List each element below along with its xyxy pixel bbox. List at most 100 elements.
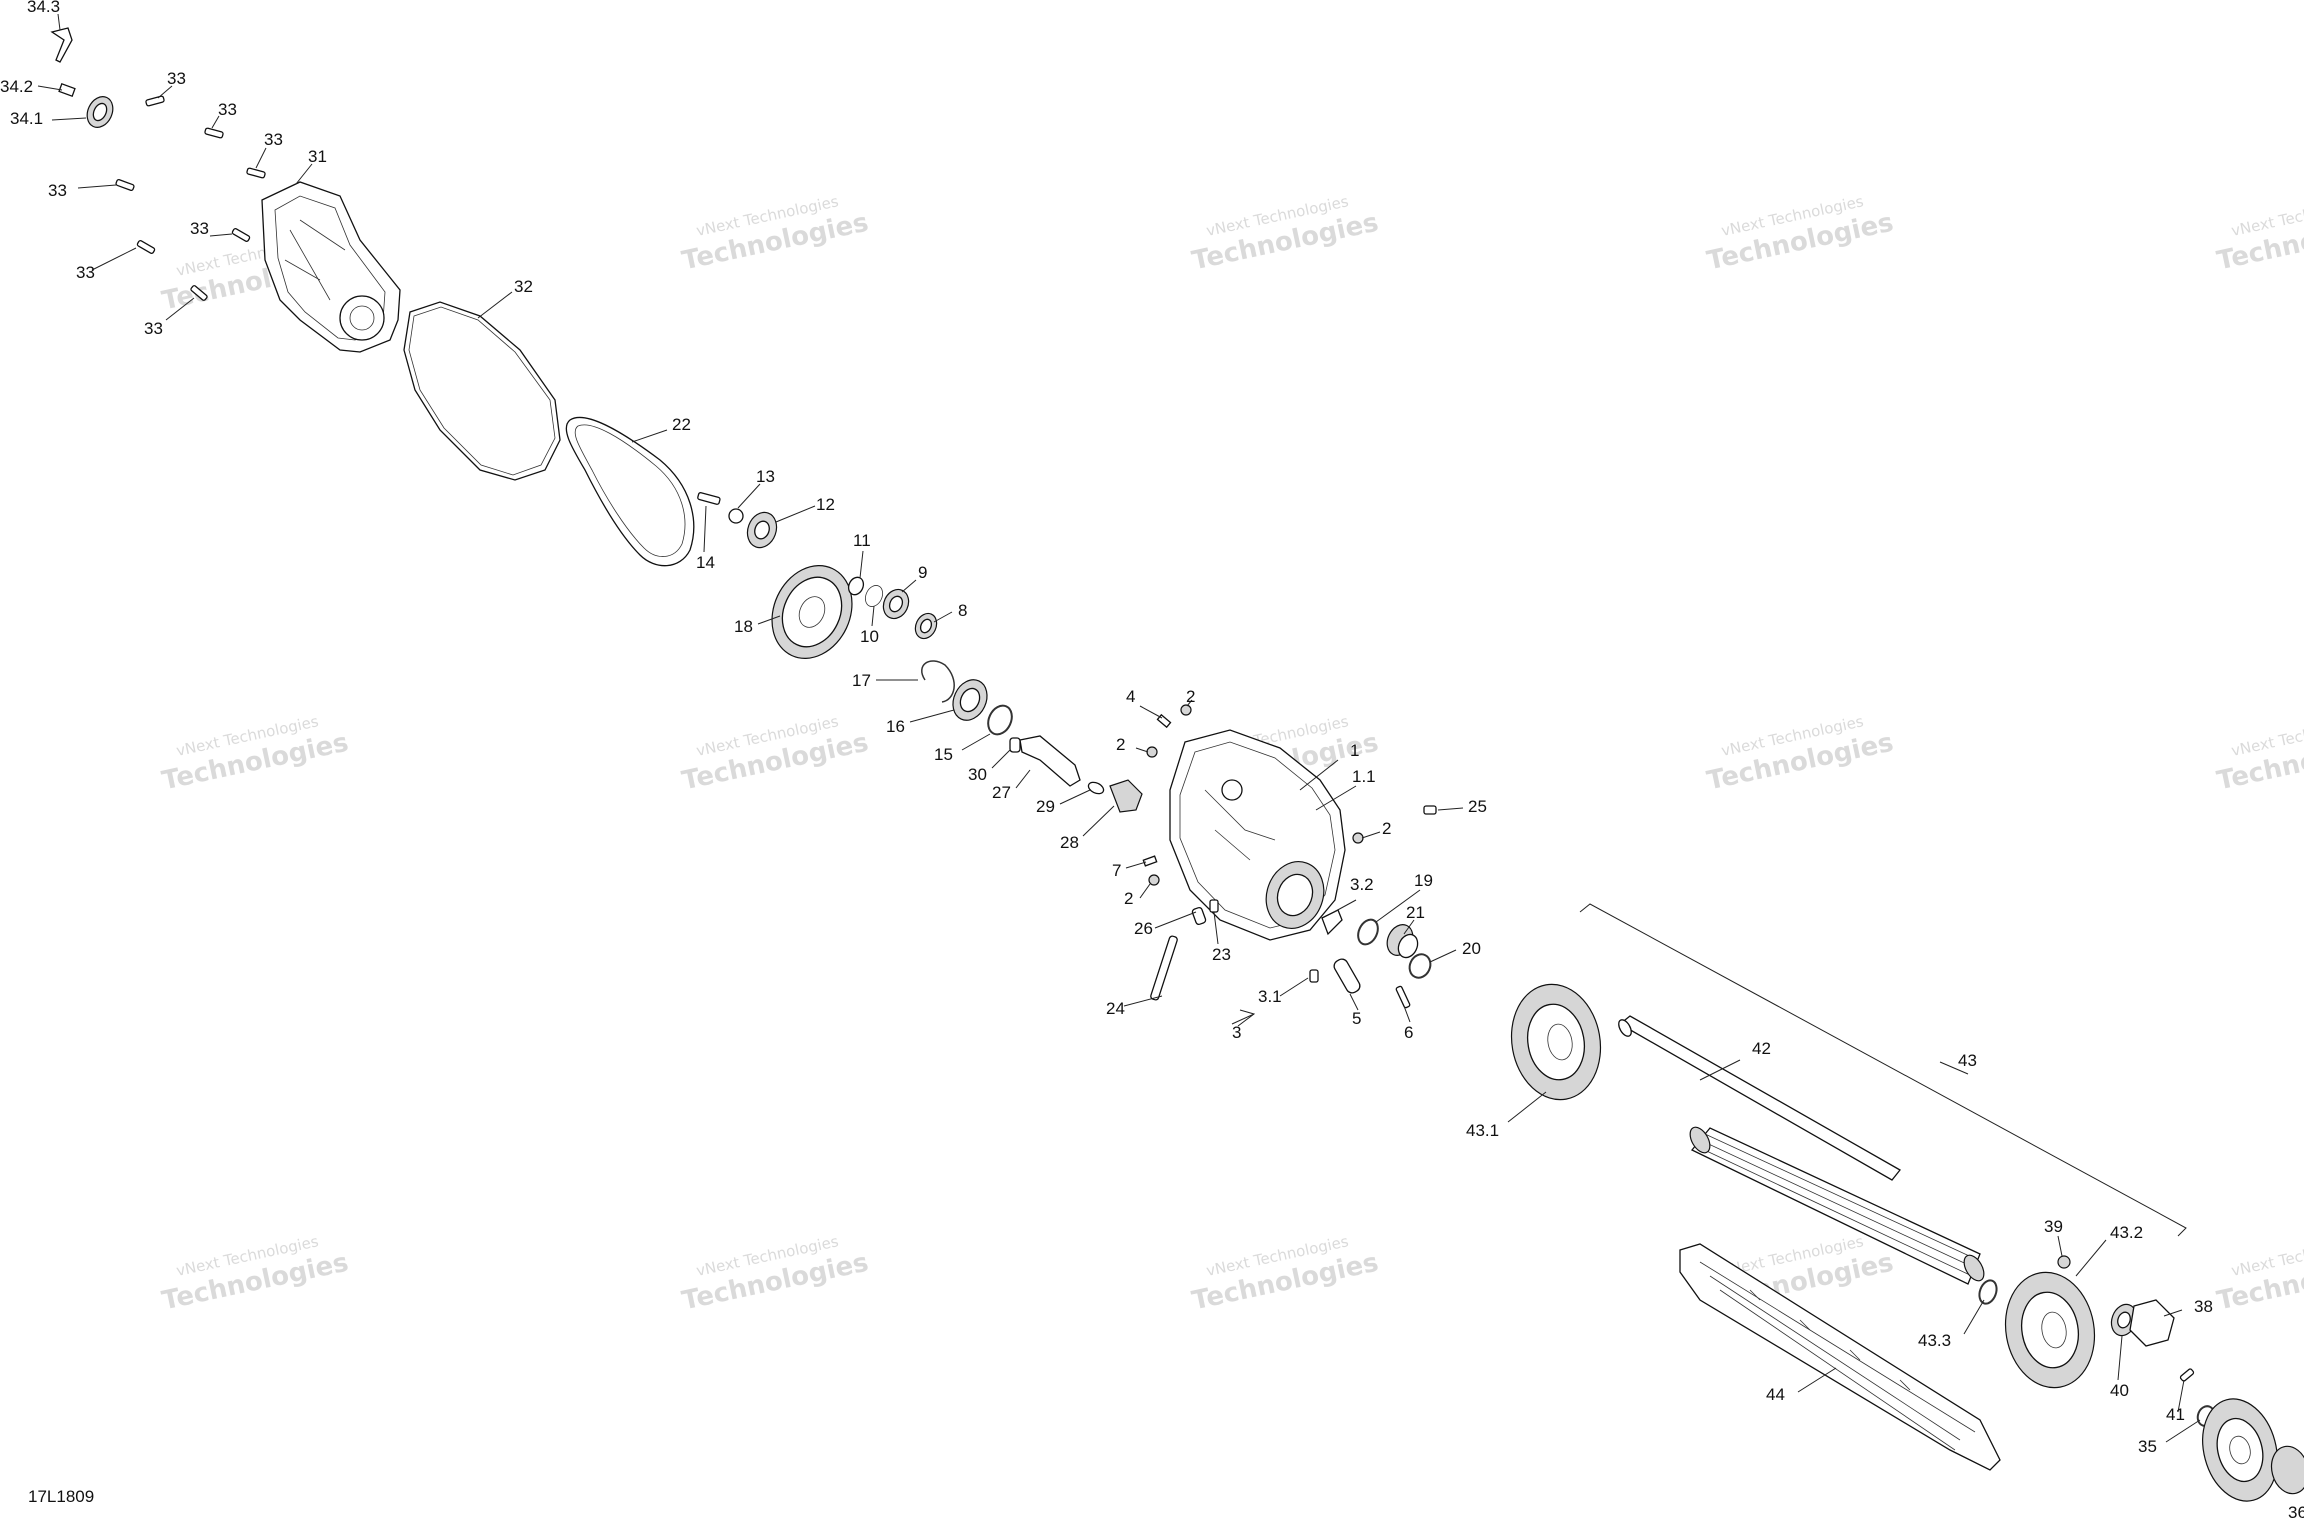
o-ring-part xyxy=(987,704,1013,736)
callout-label: 43.1 xyxy=(1466,1121,1499,1140)
watermark: Technologies vNext Technologies xyxy=(679,712,871,796)
callout-label: 34.2 xyxy=(0,77,33,96)
drive-sprocket-part xyxy=(1510,983,1602,1101)
chain-part xyxy=(565,416,695,567)
callout-label: 3 xyxy=(1232,1023,1241,1042)
callout-label: 35 xyxy=(2138,1437,2157,1456)
callout-label: 16 xyxy=(886,717,905,736)
callout-label: 2 xyxy=(1186,687,1195,706)
seal-part xyxy=(914,612,938,640)
callout-label: 30 xyxy=(968,765,987,784)
callout-label: 25 xyxy=(1468,797,1487,816)
watermark: Technologies vNext Technologies xyxy=(2214,712,2304,796)
callout-label: 33 xyxy=(218,100,237,119)
bearing-plate-part xyxy=(2202,1398,2304,1502)
leader-lines xyxy=(37,13,2201,1443)
callout-label: 2 xyxy=(1382,819,1391,838)
parts-layer xyxy=(50,27,2304,1502)
o-ring-part xyxy=(1357,918,1379,946)
tensioner-pad-part xyxy=(1109,779,1143,813)
plug-part xyxy=(1423,805,1437,815)
callout-label: 6 xyxy=(1404,1023,1413,1042)
large-sprocket-part xyxy=(771,565,853,659)
callout-label: 41 xyxy=(2166,1405,2185,1424)
callout-label: 43 xyxy=(1958,1051,1977,1070)
bolt-part xyxy=(204,127,224,139)
shaft-part xyxy=(1333,958,1361,994)
watermark: Technologies vNext Technologies xyxy=(1189,1232,1381,1316)
drive-sprocket-part xyxy=(2004,1271,2096,1389)
callout-label: 33 xyxy=(76,263,95,282)
retaining-ring-part xyxy=(864,585,884,607)
bolt-part xyxy=(231,227,251,243)
callout-label: 28 xyxy=(1060,833,1079,852)
callout-label: 33 xyxy=(48,181,67,200)
callout-label: 38 xyxy=(2194,1297,2213,1316)
nut-part xyxy=(2057,1255,2071,1269)
callout-label: 23 xyxy=(1212,945,1231,964)
callout-label: 39 xyxy=(2044,1217,2063,1236)
nut-part xyxy=(1352,832,1364,844)
bolt-part xyxy=(246,167,266,179)
callout-label: 13 xyxy=(756,467,775,486)
screw-part xyxy=(1395,985,1411,1009)
chaincase-housing-part xyxy=(1169,729,1346,941)
bolt-part xyxy=(2179,1368,2195,1382)
chaincase-cover-part xyxy=(261,181,401,353)
callout-label: 40 xyxy=(2110,1381,2129,1400)
callout-label: 7 xyxy=(1112,861,1121,880)
washer-part xyxy=(728,508,744,524)
diagram-id-label: 17L1809 xyxy=(28,1487,94,1506)
callout-label: 10 xyxy=(860,627,879,646)
tensioner-arm-part xyxy=(1019,735,1081,787)
callout-label: 18 xyxy=(734,617,753,636)
callout-label: 24 xyxy=(1106,999,1125,1018)
bolt-part xyxy=(145,95,165,107)
callout-label: 32 xyxy=(514,277,533,296)
nut-part xyxy=(1148,874,1160,886)
callout-label: 19 xyxy=(1414,871,1433,890)
circlip-part xyxy=(921,660,955,703)
callout-label: 17 xyxy=(852,671,871,690)
watermark: Technologies vNext Technologies xyxy=(159,712,351,796)
callout-label: 2 xyxy=(1116,735,1125,754)
callout-label: 26 xyxy=(1134,919,1153,938)
roller-part xyxy=(1087,781,1105,795)
callout-label: 33 xyxy=(144,319,163,338)
dowel-part xyxy=(1209,899,1219,913)
bearing-flange-part xyxy=(2129,1299,2175,1347)
bolt-part xyxy=(115,179,135,191)
sprocket-part xyxy=(746,511,778,549)
callout-label: 43.3 xyxy=(1918,1331,1951,1350)
callout-label: 43.2 xyxy=(2110,1223,2143,1242)
callout-label: 29 xyxy=(1036,797,1055,816)
seal-part xyxy=(1408,953,1432,979)
pin-part xyxy=(1009,737,1021,753)
watermark: Technologies vNext Technologies xyxy=(679,192,871,276)
callout-label: 22 xyxy=(672,415,691,434)
lever-part xyxy=(1321,909,1343,936)
callout-label: 33 xyxy=(190,219,209,238)
bolt-part xyxy=(190,285,208,301)
watermark: Technologies vNext Technologies xyxy=(2214,1232,2304,1316)
callout-label: 4 xyxy=(1126,687,1135,706)
slide-rail-part xyxy=(1679,1243,2001,1471)
stud-part xyxy=(1142,855,1158,867)
fitting-part xyxy=(58,83,76,97)
callout-label: 33 xyxy=(264,130,283,149)
drive-shaft-part xyxy=(1618,1015,1901,1181)
callout-label: 21 xyxy=(1406,903,1425,922)
watermark: Technologies vNext Technologies xyxy=(2214,192,2304,276)
hose-part xyxy=(50,27,73,63)
callout-label: 20 xyxy=(1462,939,1481,958)
nut-part xyxy=(1180,704,1192,716)
callout-label: 2 xyxy=(1124,889,1133,908)
callout-label: 34.3 xyxy=(27,0,60,16)
callout-label: 14 xyxy=(696,553,715,572)
callout-label: 42 xyxy=(1752,1039,1771,1058)
splined-shaft-part xyxy=(1689,1126,1985,1285)
callout-label: 5 xyxy=(1352,1009,1361,1028)
callout-label: 15 xyxy=(934,745,953,764)
